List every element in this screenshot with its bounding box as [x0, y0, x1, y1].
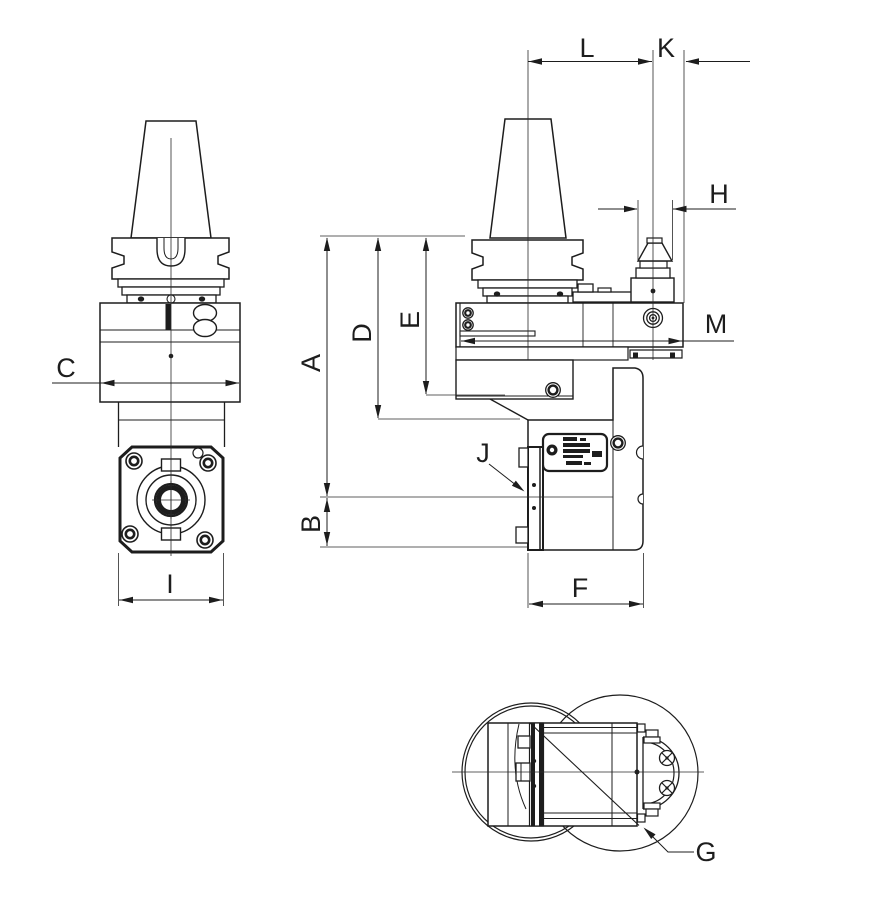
- dim-I-arrow-left: [119, 596, 133, 604]
- dim-B: B: [296, 498, 331, 546]
- top-body-outline: [487, 722, 638, 827]
- side-collar-1: [477, 279, 578, 289]
- hidden-swing-arc: [514, 723, 527, 810]
- front-adjust-port-bottom: [192, 318, 218, 338]
- collet-cone: [636, 242, 674, 262]
- mount-bracket-foot-right: [670, 352, 675, 358]
- side-band-dot-left: [493, 291, 501, 297]
- dim-D: D: [347, 237, 382, 419]
- top-nut-2a: [643, 802, 661, 810]
- dim-C: C: [52, 353, 239, 387]
- mount-bracket-foot-left: [633, 352, 638, 358]
- dim-K: K: [657, 33, 750, 65]
- stop-arm: [572, 291, 637, 303]
- dim-F: F: [527, 553, 644, 608]
- front-pin-hole: [192, 447, 204, 459]
- housing-screw: [610, 435, 626, 451]
- nameplate: [541, 432, 609, 473]
- top-nut-2b: [645, 808, 659, 817]
- base-plate: [455, 346, 629, 361]
- collet-cap: [646, 237, 663, 244]
- head-block-screws: [462, 307, 474, 331]
- dim-label-b: B: [296, 515, 326, 533]
- callout-G: G: [643, 827, 717, 867]
- side-view: A B D E L: [296, 33, 750, 608]
- callout-J: J: [476, 438, 525, 492]
- dim-E: E: [395, 237, 430, 395]
- head-block-slot: [459, 330, 536, 337]
- stop-arm-nub: [597, 287, 612, 293]
- top-diagonal: [529, 722, 640, 826]
- gear-block: [455, 359, 574, 400]
- stop-arm-block: [577, 283, 594, 293]
- dim-label-l: L: [579, 33, 594, 63]
- dim-label-e: E: [395, 311, 425, 329]
- dim-label-i: I: [166, 569, 174, 599]
- dim-C-arrow-left: [101, 379, 115, 387]
- top-corner-key-1: [636, 723, 646, 733]
- dim-label-f: F: [572, 573, 589, 603]
- dim-M: M: [461, 309, 734, 345]
- mount-bracket: [629, 349, 683, 359]
- dim-L: L: [528, 33, 652, 65]
- clamp-dot-2: [532, 506, 536, 510]
- top-clamp-lug-1: [517, 735, 531, 749]
- top-dot-2: [531, 783, 537, 789]
- dim-label-d: D: [347, 323, 377, 343]
- top-view: G: [452, 694, 717, 867]
- dim-label-g: G: [695, 837, 716, 867]
- housing-notch-1: [635, 445, 644, 460]
- dim-label-c: C: [56, 353, 76, 383]
- top-corner-key-2: [636, 813, 646, 823]
- clamp-block-bottom: [515, 526, 529, 544]
- dim-I: I: [118, 553, 224, 606]
- top-nut-1b: [643, 736, 661, 744]
- side-ring-band: [486, 295, 569, 304]
- top-dome-screw-1: [658, 749, 676, 767]
- front-view: C I: [52, 120, 241, 606]
- dim-label-m: M: [705, 309, 728, 339]
- top-dot-1: [531, 758, 537, 764]
- front-band-dot-right: [198, 296, 206, 302]
- gear-block-screw: [545, 382, 561, 398]
- dim-label-k: K: [657, 33, 675, 63]
- top-dome-screw-2: [658, 779, 676, 797]
- front-keyway-bar: [165, 304, 171, 330]
- collet-spindle: [630, 237, 675, 303]
- housing-notch-2: [637, 493, 644, 505]
- dim-C-arrow-right: [225, 379, 239, 387]
- top-nut-1a: [645, 729, 659, 738]
- clamp-dot-1: [532, 483, 536, 487]
- side-flange: [471, 239, 584, 281]
- head-block: [455, 302, 684, 348]
- front-band-dot-left: [137, 296, 145, 302]
- front-corner-screws: [121, 452, 217, 549]
- dim-A: A: [296, 237, 331, 497]
- side-band-dot-right: [556, 291, 564, 297]
- clamp-block-top: [518, 447, 529, 468]
- dim-label-a: A: [296, 354, 326, 372]
- dim-I-arrow-right: [209, 596, 223, 604]
- dim-H: H: [598, 179, 736, 260]
- housing-chamfer: [489, 398, 529, 421]
- dim-label-h: H: [709, 179, 729, 209]
- dim-label-j: J: [476, 438, 490, 468]
- collet-rings: [639, 260, 668, 269]
